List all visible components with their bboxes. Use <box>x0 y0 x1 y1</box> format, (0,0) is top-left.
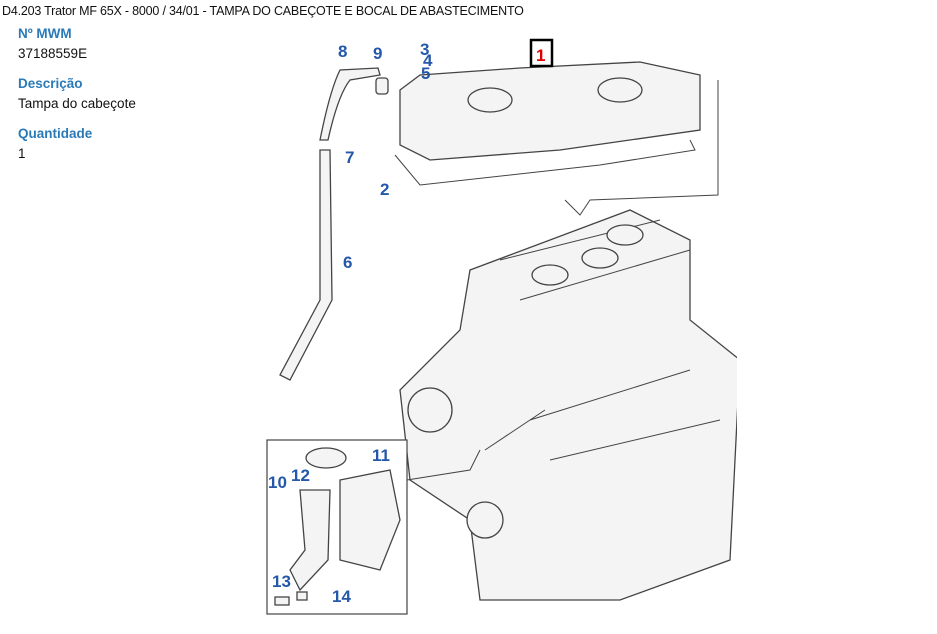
callout-6[interactable]: 6 <box>343 253 352 272</box>
valve-cover[interactable] <box>399 61 701 161</box>
filler-cap[interactable] <box>305 447 347 469</box>
callout-7[interactable]: 7 <box>345 148 354 167</box>
callout-11[interactable]: 11 <box>372 446 390 465</box>
callout-9[interactable]: 9 <box>373 44 382 63</box>
selected-callout-box[interactable] <box>529 38 554 68</box>
quantity-value: 1 <box>18 146 26 161</box>
callout-4[interactable]: 4 <box>423 51 433 70</box>
callout-3[interactable]: 3 <box>420 40 429 59</box>
part-number-value: 37188559E <box>18 46 88 61</box>
callout-13[interactable]: 13 <box>272 572 291 591</box>
quantity-label: Quantidade <box>18 126 93 141</box>
filler-gasket[interactable] <box>339 469 401 571</box>
description-value: Tampa do cabeçote <box>18 96 136 111</box>
callout-12[interactable]: 12 <box>291 466 310 485</box>
callout-5[interactable]: 5 <box>421 64 430 83</box>
hose[interactable] <box>319 67 381 141</box>
part-number-label: Nº MWM <box>18 26 72 41</box>
callout-2[interactable]: 2 <box>380 180 389 199</box>
pipe[interactable] <box>279 149 333 381</box>
callout-8[interactable]: 8 <box>338 42 347 61</box>
callout-10[interactable]: 10 <box>268 473 287 492</box>
exploded-parts-diagram: 1 2 3 4 5 6 7 8 9 10 11 12 13 14 <box>266 38 737 615</box>
callout-1[interactable]: 1 <box>536 46 545 65</box>
gasket[interactable] <box>394 139 696 186</box>
description-label: Descrição <box>18 76 83 91</box>
filler-neck[interactable] <box>289 489 331 592</box>
breadcrumb: D4.203 Trator MF 65X - 8000 / 34/01 - TA… <box>2 4 524 18</box>
callout-14[interactable]: 14 <box>332 587 351 606</box>
